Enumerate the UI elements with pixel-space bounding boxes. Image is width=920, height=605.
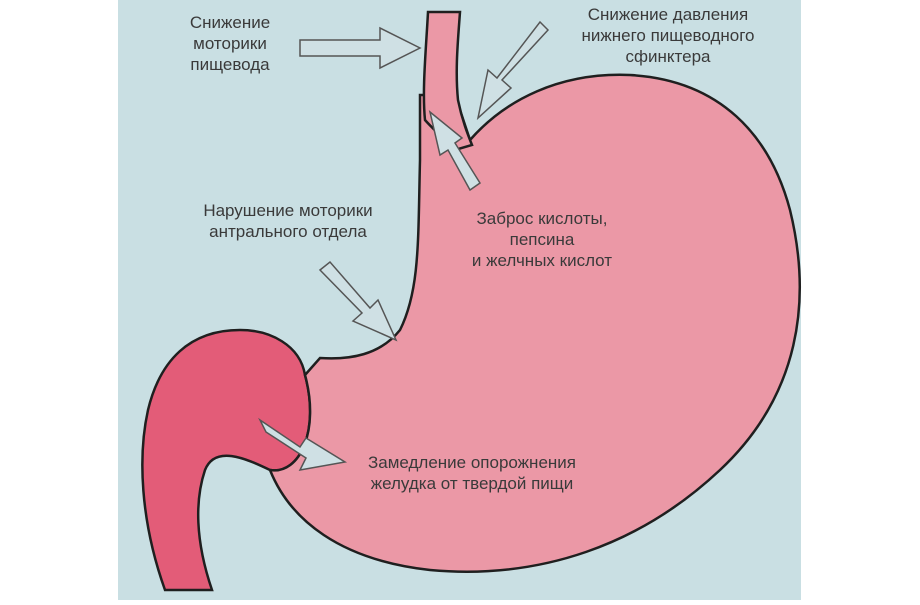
label-line: желудка от твердой пищи (370, 474, 574, 493)
esophagus (422, 10, 474, 152)
arrow-esophagus (299, 26, 422, 70)
label-line: Нарушение моторики (203, 201, 373, 220)
arrow-emptying (258, 417, 348, 471)
label-line: сфинктера (625, 47, 711, 66)
arrow-reflux (428, 110, 482, 192)
arrow-icon (476, 20, 550, 121)
label-esophagus-motility: Снижение моторики пищевода (170, 12, 290, 75)
label-line: антрального отдела (209, 222, 367, 241)
label-antral-motility: Нарушение моторики антрального отдела (178, 200, 398, 242)
label-les-pressure: Снижение давления нижнего пищеводного сф… (548, 4, 788, 67)
arrow-icon (258, 417, 348, 471)
label-line: моторики (193, 34, 267, 53)
arrow-icon (428, 110, 482, 192)
label-line: пепсина (509, 230, 575, 249)
arrow-antral (318, 260, 398, 342)
label-line: Заброс кислоты, (476, 209, 608, 228)
label-reflux: Заброс кислоты, пепсина и желчных кислот (462, 208, 622, 271)
arrow-icon (299, 26, 422, 70)
label-line: Снижение (189, 13, 271, 32)
label-line: Замедление опорожнения (368, 453, 576, 472)
arrow-icon (318, 260, 398, 342)
label-line: пищевода (190, 55, 270, 74)
arrow-les (476, 20, 550, 121)
label-line: и желчных кислот (471, 251, 613, 270)
label-line: Снижение давления (587, 5, 749, 24)
label-line: нижнего пищеводного (581, 26, 755, 45)
label-emptying: Замедление опорожнения желудка от твердо… (342, 452, 602, 494)
stomach (268, 73, 801, 573)
